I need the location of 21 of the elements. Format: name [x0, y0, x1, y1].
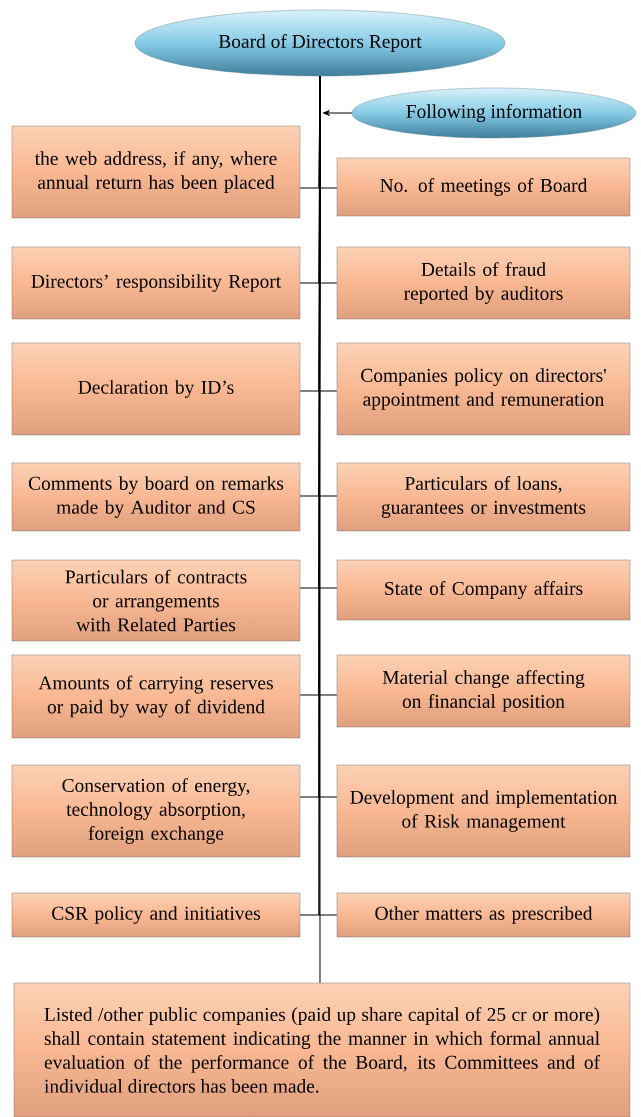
- ellipse-node: Following information: [351, 87, 637, 139]
- process-box: Development and implementation of Risk management: [336, 764, 631, 858]
- process-box: Details of fraud reported by auditors: [336, 246, 631, 320]
- process-box: Other matters as prescribed: [336, 892, 631, 938]
- process-box: State of Company affairs: [336, 559, 631, 621]
- ellipse-node: Board of Directors Report: [134, 9, 506, 77]
- process-box: Declaration by ID’s: [11, 342, 301, 436]
- arrow: [322, 110, 353, 116]
- process-box: CSR policy and initiatives: [11, 892, 301, 938]
- process-box: Companies policy on directors' appointment and remuneration: [336, 342, 631, 436]
- process-box: Amounts of carrying reserves or paid by way of dividend: [11, 654, 301, 739]
- process-box: Directors’ responsibility Report: [11, 246, 301, 320]
- process-box: Comments by board on remarks made by Auditor and CS: [11, 462, 301, 532]
- process-box: Material change affecting on financial position: [336, 654, 631, 728]
- process-box: Particulars of loans, guarantees or investments: [336, 462, 631, 532]
- process-box: Particulars of contracts or arrangements with Related Parties: [11, 559, 301, 642]
- process-box: Conservation of energy, technology absorption, foreign exchange: [11, 764, 301, 858]
- process-box: the web address, if any, where annual return has been placed: [11, 125, 301, 219]
- process-box: No. of meetings of Board: [336, 157, 631, 217]
- connector-line: [319, 75, 321, 984]
- note-box: Listed /other public companies (paid up share capital of 25 cr or more) shall contain statement indicating the manner in which formal annual evaluation of the performance of the Board, its Committees and of individual directors has been made.: [13, 982, 631, 1117]
